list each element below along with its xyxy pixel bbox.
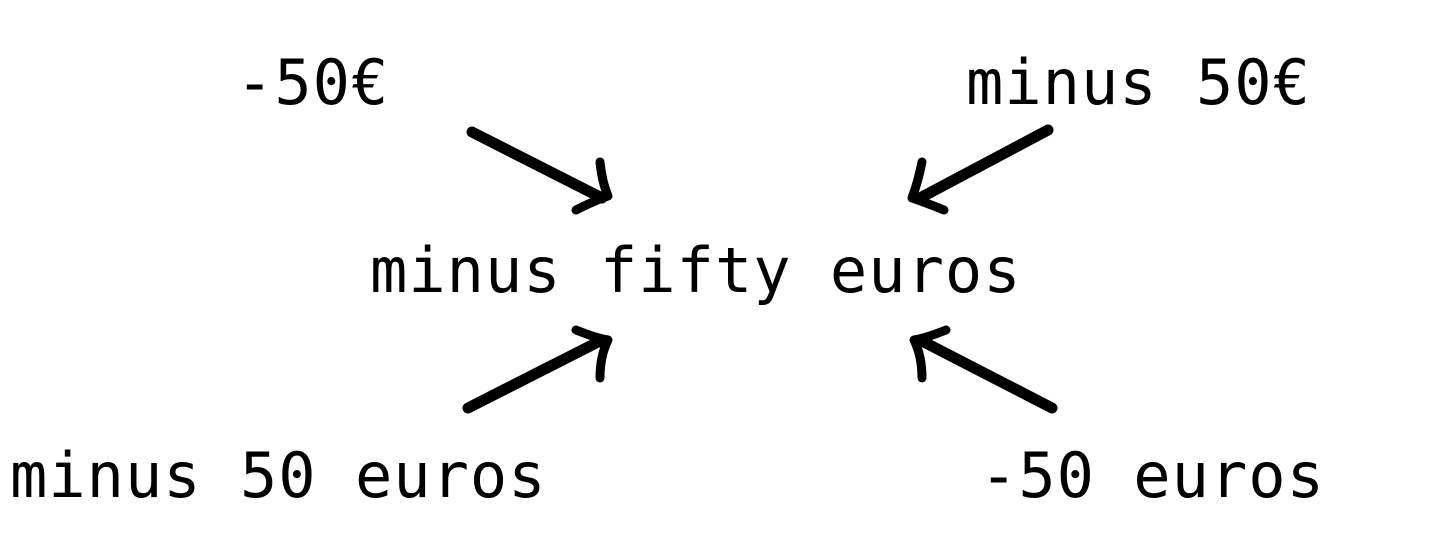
arrow-top-right [907,124,1054,215]
source-label-bottom-left: minus 50 euros [10,439,547,512]
arrow-top-left [466,126,613,215]
source-label-top-left: -50€ [236,46,390,119]
arrow-bottom-left [462,325,613,414]
center-label: minus fifty euros [370,234,1022,307]
source-label-top-right: minus 50€ [966,46,1311,119]
source-label-bottom-right: -50 euros [980,439,1325,512]
arrow-bottom-right [909,325,1058,414]
